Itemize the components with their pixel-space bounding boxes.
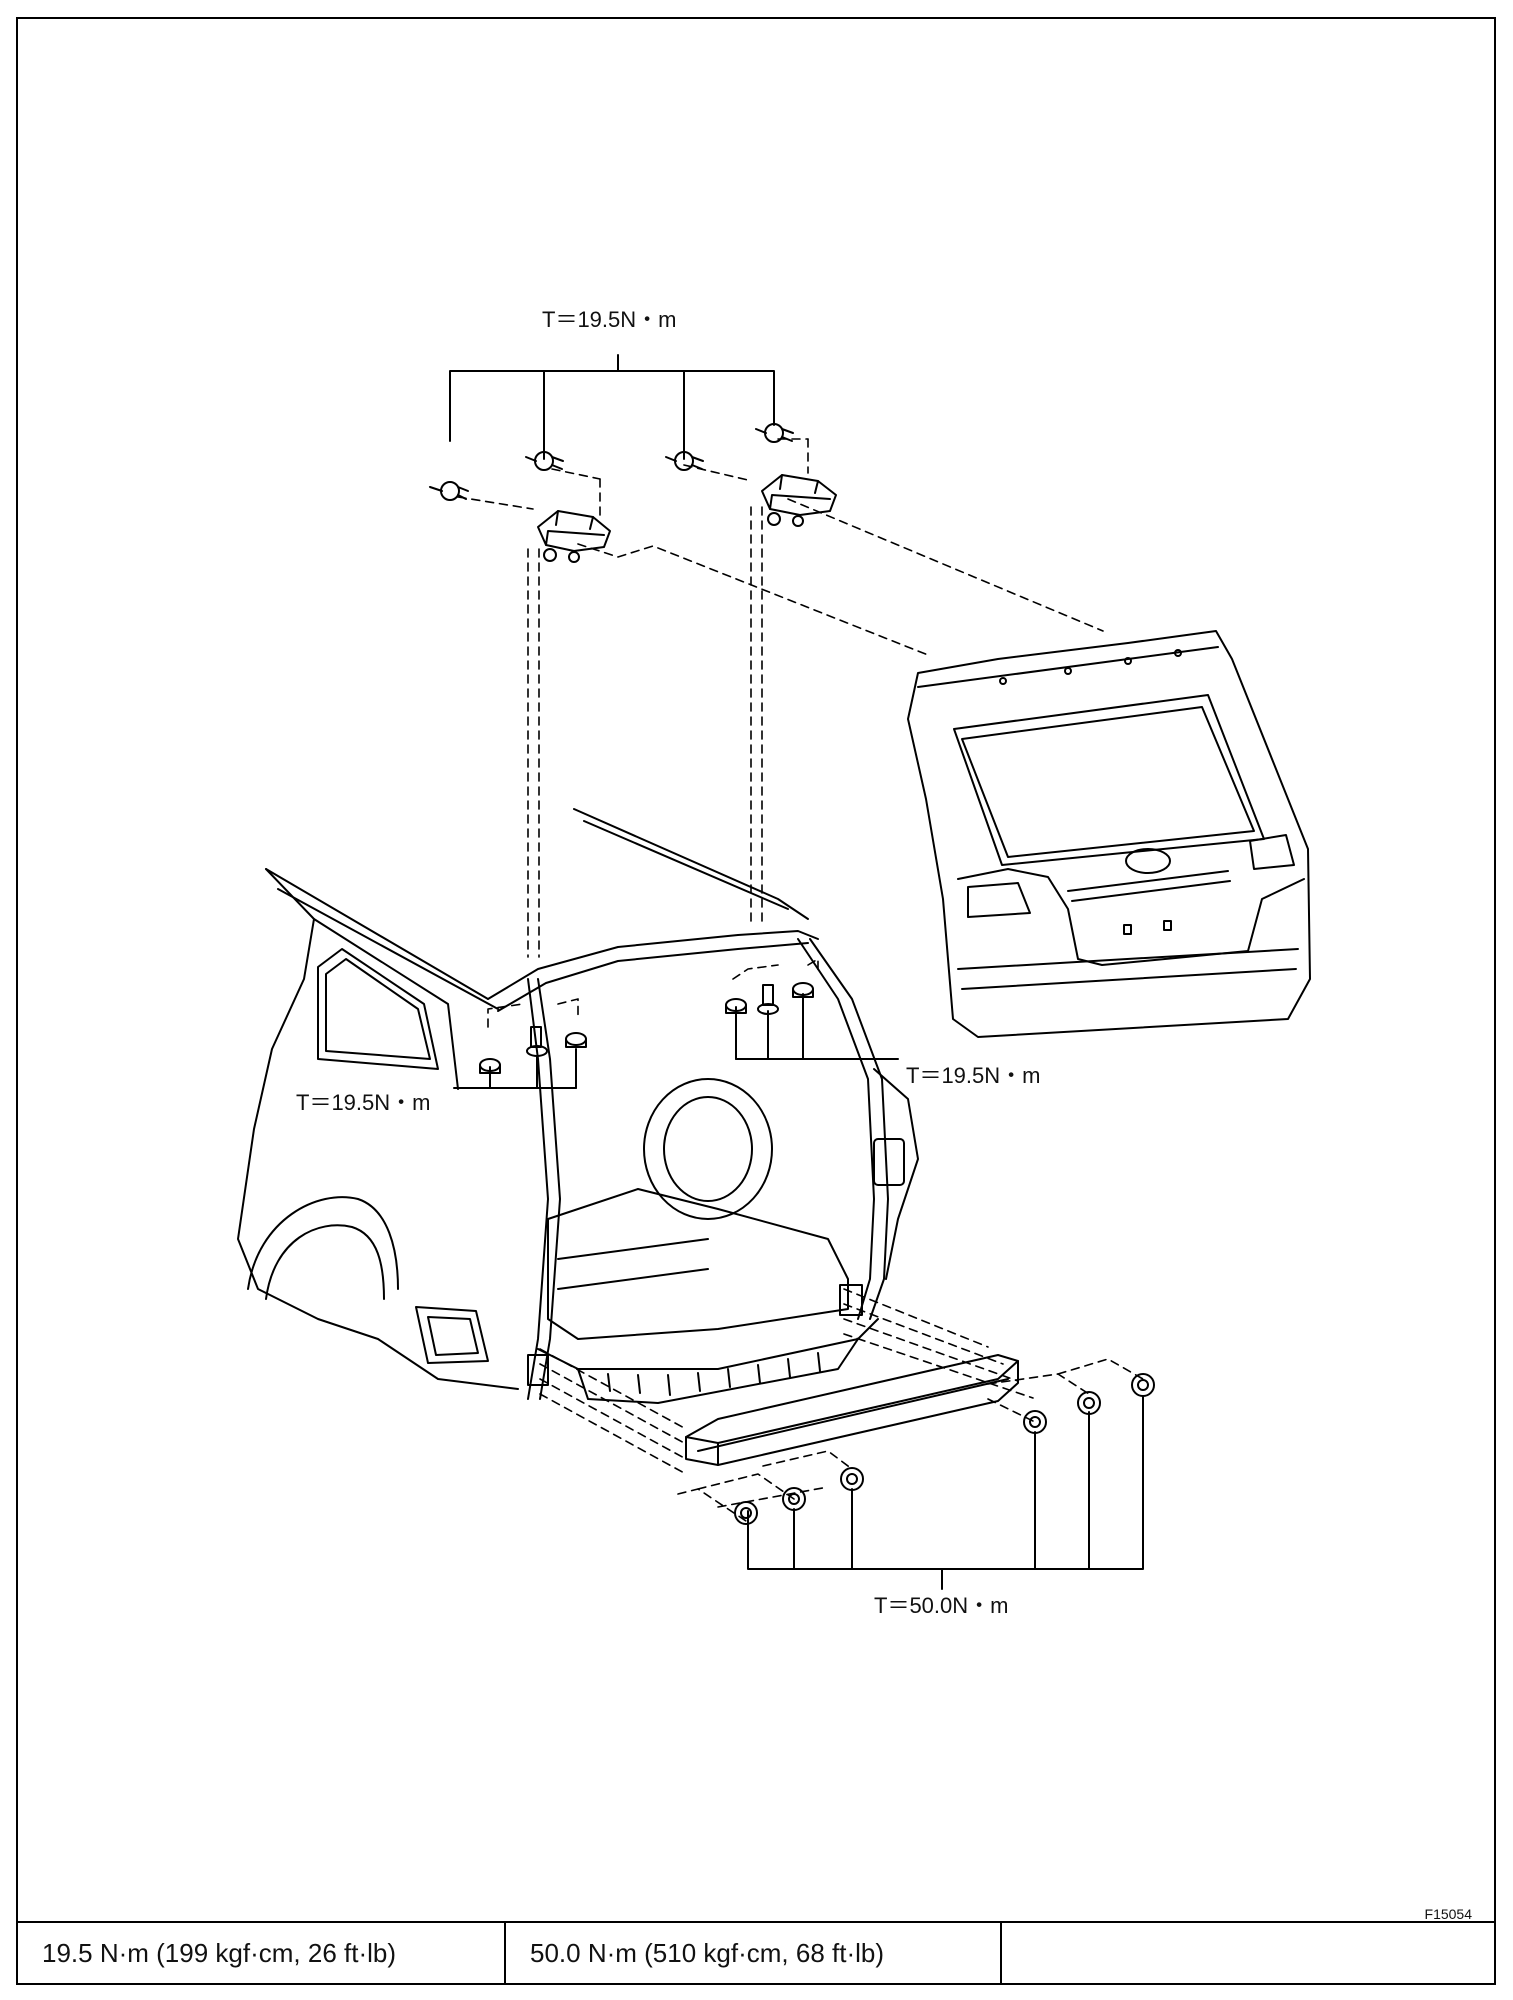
- hinge-bolt: [665, 451, 704, 471]
- figure-id: F15054: [1424, 1906, 1472, 1922]
- torque-table: 19.5 N·m (199 kgf·cm, 26 ft·lb) 50.0 N·m…: [18, 1921, 1494, 1983]
- flange-nut: [1023, 1410, 1047, 1434]
- torque-cell-50-0: 50.0 N·m (510 kgf·cm, 68 ft·lb): [504, 1923, 1000, 1983]
- right-stud-leader: [735, 993, 899, 1060]
- stud-bolt: [757, 984, 779, 1015]
- hinge-bolt: [525, 451, 564, 471]
- back-door-panel: [907, 630, 1311, 1038]
- reinforcement-bar: [685, 1354, 1019, 1466]
- reinforcement-nut-leader: [747, 1395, 1144, 1590]
- alignment-lines: [457, 438, 1144, 1522]
- torque-cell-19-5: 19.5 N·m (199 kgf·cm, 26 ft·lb): [42, 1937, 396, 1968]
- left-stud-torque-label: T＝19.5N・m: [294, 1090, 433, 1115]
- left-stud-leader: [453, 1048, 577, 1089]
- flange-nut: [840, 1467, 864, 1491]
- vehicle-rear-body: [237, 808, 919, 1404]
- hinge-bolt: [755, 423, 794, 443]
- stud-bolt: [479, 1058, 501, 1074]
- hinge-bolt-leader: [449, 354, 775, 460]
- stud-bolt: [792, 982, 814, 998]
- exploded-view-diagram: [237, 354, 1311, 1590]
- hinge-bolt-torque-label: T＝19.5N・m: [542, 307, 677, 332]
- back-door-hinge-right: [761, 474, 837, 527]
- figure-frame: T＝19.5N・m T＝19.5N・m T＝19.5N・m T＝50.0N・m …: [16, 17, 1496, 1985]
- stud-bolt: [725, 998, 747, 1014]
- torque-cell-empty: [1000, 1923, 1494, 1983]
- right-stud-torque-label: T＝19.5N・m: [906, 1063, 1041, 1088]
- stud-bolt: [565, 1032, 587, 1048]
- flange-nut: [1077, 1391, 1101, 1415]
- hinge-bolt: [429, 481, 469, 501]
- stud-bolt: [526, 1026, 548, 1057]
- flange-nut: [734, 1501, 758, 1525]
- flange-nut: [1131, 1373, 1155, 1397]
- back-door-hinge-left: [537, 510, 611, 563]
- flange-nut: [782, 1487, 806, 1511]
- reinforcement-nut-torque-label: T＝50.0N・m: [874, 1593, 1009, 1618]
